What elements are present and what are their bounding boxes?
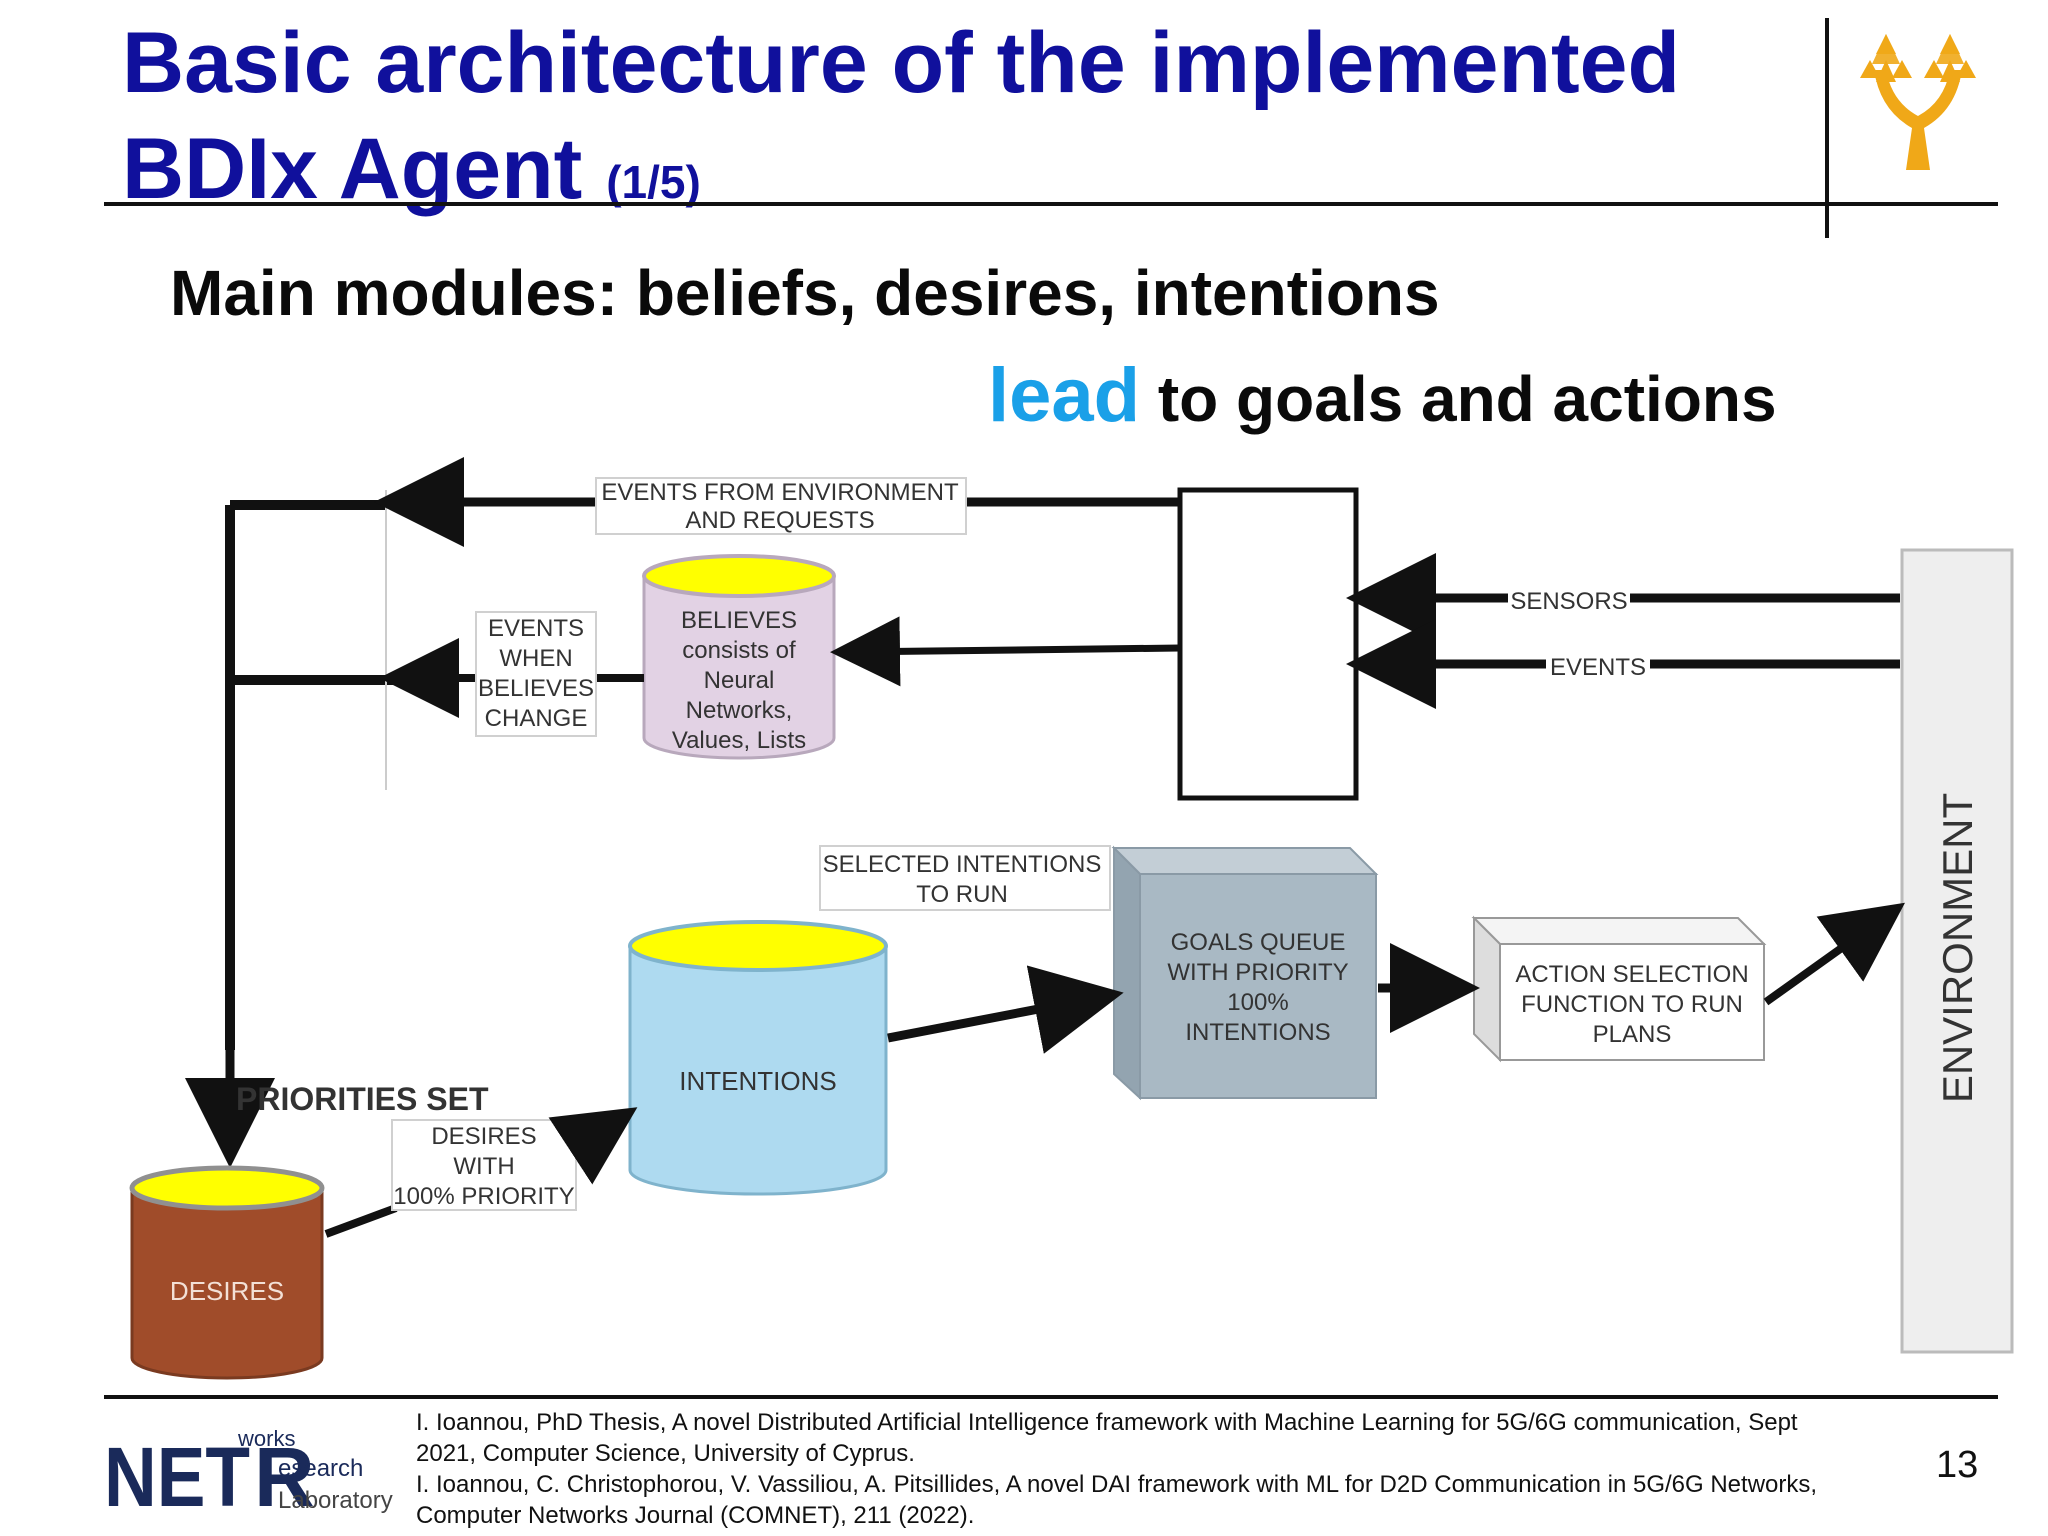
logo-divider [1825, 18, 1829, 238]
selected-label-box [819, 845, 1111, 911]
logo-esearch: esearch [278, 1455, 363, 1482]
events-label-box [1546, 652, 1650, 680]
title-agent: BDIx Agent [122, 121, 583, 217]
environment-label: ENVIRONMENT [1934, 793, 1981, 1103]
selected-line-2: TO RUN [916, 881, 1008, 908]
sensors-label: SENSORS [1510, 588, 1627, 615]
reference-2-line-1: I. Ioannou, C. Christophorou, V. Vassili… [416, 1471, 1818, 1498]
netrl-logo: NET R works esearch Laboratory [104, 1426, 393, 1516]
events-when-line-3: BELIEVES [478, 675, 594, 702]
believes-line-3: Neural [704, 667, 775, 694]
events-when-label-box [475, 611, 597, 737]
events-when-line-4: CHANGE [485, 705, 588, 732]
environment-bar [1900, 548, 2014, 1354]
believes-line-2: consists of [682, 637, 796, 664]
page-number: 13 [1936, 1444, 1979, 1486]
reference-1-line-2: 2021, Computer Science, University of Cy… [416, 1440, 915, 1467]
title-divider [104, 202, 1998, 206]
intentions-label: INTENTIONS [679, 1066, 836, 1096]
events-label: EVENTS [1550, 654, 1646, 681]
intentions-to-goals-arrow [887, 965, 1124, 1054]
desires-with-line-1: DESIRES [431, 1123, 536, 1150]
desires-to-intentions-arrow [548, 1107, 638, 1185]
desires-cylinder [129, 1165, 325, 1380]
believes-line-5: Values, Lists [672, 727, 806, 754]
sensors-label-box [1508, 586, 1630, 614]
desires-link-line [324, 1204, 398, 1238]
goals-line-3: 100% [1227, 989, 1288, 1016]
logo-works: works [237, 1426, 295, 1451]
subtitle-emphasis: lead [988, 353, 1141, 438]
title-line-2: BDIx Agent (1/5) [122, 116, 1802, 235]
logo-net: NET [104, 1430, 250, 1516]
events-when-line-1: EVENTS [488, 615, 584, 642]
subtitle-line-2: lead to goals and actions [988, 352, 1777, 439]
goals-line-1: GOALS QUEUE [1171, 929, 1346, 956]
selected-line-1: SELECTED INTENTIONS [823, 851, 1102, 878]
reference-1-line-1: I. Ioannou, PhD Thesis, A novel Distribu… [416, 1409, 1798, 1436]
title-line-1: Basic architecture of the implemented [122, 15, 1680, 111]
footer-divider [104, 1395, 1998, 1399]
slide-title: Basic architecture of the implemented BD… [122, 10, 1802, 235]
logo-r: R [254, 1430, 315, 1516]
action-to-environment-arrow [1763, 902, 1906, 1006]
believes-line-1: BELIEVES [681, 607, 797, 634]
goals-line-2: WITH PRIORITY [1167, 959, 1348, 986]
action-selection-box [1471, 915, 1767, 1063]
goals-line-4: INTENTIONS [1185, 1019, 1330, 1046]
desires-with-line-3: 100% PRIORITY [393, 1183, 574, 1210]
feedback-bus [225, 490, 425, 1050]
box-to-believes-arrow [830, 616, 1181, 687]
university-logo-icon [1860, 34, 1976, 170]
events-env-label-2: AND REQUESTS [685, 507, 874, 534]
perception-box [1177, 487, 1359, 801]
logo-laboratory: Laboratory [278, 1487, 393, 1514]
action-line-3: PLANS [1593, 1021, 1672, 1048]
subtitle-rest: to goals and actions [1140, 363, 1777, 435]
reference-2-line-2: Computer Networks Journal (COMNET), 211 … [416, 1502, 975, 1529]
desires-with-line-2: WITH [453, 1153, 514, 1180]
intentions-cylinder [628, 920, 888, 1196]
title-fraction: (1/5) [606, 156, 701, 208]
desires-label: DESIRES [170, 1276, 284, 1306]
goals-queue-box [1111, 845, 1379, 1101]
desires-with-label-box [391, 1119, 577, 1211]
action-line-2: FUNCTION TO RUN [1521, 991, 1743, 1018]
events-env-label: EVENTS FROM ENVIRONMENT [601, 479, 959, 506]
subtitle-line-1: Main modules: beliefs, desires, intentio… [170, 257, 1440, 329]
believes-line-4: Networks, [686, 697, 793, 724]
priorities-set-label: PRIORITIES SET [236, 1081, 489, 1117]
believes-cylinder [642, 554, 836, 760]
events-env-label-box [595, 477, 967, 535]
events-when-line-2: WHEN [499, 645, 572, 672]
action-line-1: ACTION SELECTION [1515, 961, 1748, 988]
